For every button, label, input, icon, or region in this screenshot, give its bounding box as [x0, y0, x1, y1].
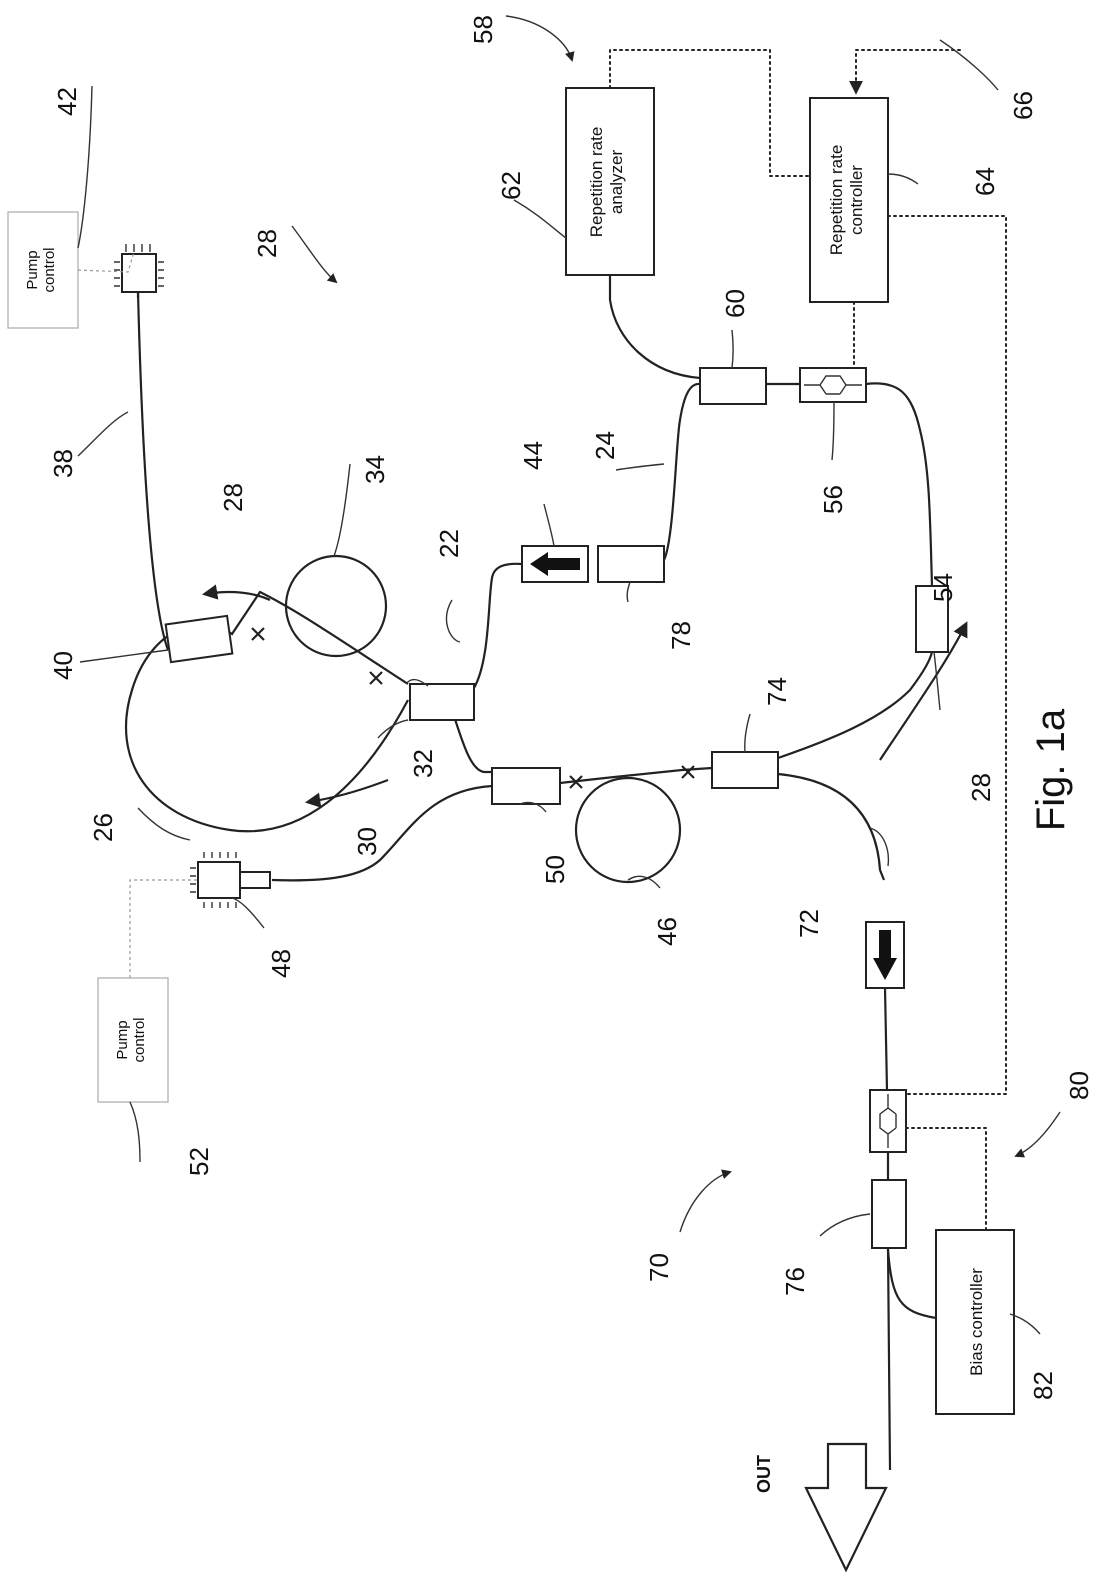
label-72: 72 — [794, 909, 824, 938]
label-82: 82 — [1028, 1371, 1058, 1400]
splice-marks — [251, 627, 695, 789]
label-80: 80 — [1064, 1071, 1094, 1100]
leader-lines — [77, 85, 1041, 1335]
figure-caption: Fig. 1a — [1029, 708, 1073, 831]
fiber-output — [883, 987, 892, 1471]
pump-diode-38 — [114, 244, 164, 298]
pump-control-top-line1: Pump — [24, 250, 41, 289]
svg-text:Repetition rateanalyzer: Repetition rateanalyzer — [587, 127, 626, 238]
svg-text:Pumpcontrol: Pumpcontrol — [24, 247, 58, 292]
fiber-coil-34 — [284, 554, 388, 658]
label-76: 76 — [780, 1267, 810, 1296]
isolator-44 — [521, 545, 589, 583]
control-connections — [609, 49, 1007, 1231]
label-58: 58 — [468, 15, 498, 44]
label-32: 32 — [408, 749, 438, 778]
fiber-40-38 — [136, 291, 170, 651]
fiber-74-54 — [777, 651, 934, 760]
fiber-50-74 — [559, 766, 713, 785]
label-44: 44 — [518, 441, 548, 470]
pump-control-bottom-line2: control — [131, 1017, 148, 1062]
output-isolator — [865, 921, 905, 989]
rep-rate-analyzer-box — [565, 87, 655, 276]
coupler-40 — [164, 614, 234, 664]
rep-rate-analyzer-line1: Repetition rate — [587, 127, 606, 238]
fiber-32-44 — [473, 562, 523, 689]
label-62: 62 — [496, 171, 526, 200]
label-56: 56 — [818, 485, 848, 514]
label-46: 46 — [652, 917, 682, 946]
rep-rate-analyzer-line2: analyzer — [607, 150, 626, 215]
label-52: 52 — [184, 1147, 214, 1176]
pointer-arrows — [291, 15, 1061, 1233]
label-42: 42 — [52, 87, 82, 116]
label-38: 38 — [48, 449, 78, 478]
tap-76 — [871, 1179, 907, 1249]
label-66: 66 — [1008, 91, 1038, 120]
fiber-72 — [777, 772, 886, 881]
out-label: OUT — [754, 1455, 774, 1493]
label-54: 54 — [928, 573, 958, 602]
component-54 — [915, 585, 949, 653]
rep-rate-controller-box — [809, 97, 889, 303]
input-66-line — [849, 49, 961, 95]
fiber-paths — [124, 275, 937, 1471]
pump-control-top-line2: control — [41, 247, 58, 292]
pump-diode-48 — [190, 852, 271, 908]
fiber-54-56 — [865, 382, 934, 587]
label-24: 24 — [590, 431, 620, 460]
component-60 — [699, 367, 767, 405]
coupler-32 — [409, 683, 475, 721]
label-40: 40 — [48, 651, 78, 680]
label-30: 30 — [352, 827, 382, 856]
label-26: 26 — [88, 813, 118, 842]
pump-control-line-42 — [77, 251, 135, 273]
fiber-60-62 — [608, 275, 701, 380]
coupler-50 — [491, 767, 561, 805]
fiber-coil-46 — [574, 776, 682, 884]
label-48: 48 — [266, 949, 296, 978]
fiber-loop-26 — [124, 590, 409, 833]
label-50: 50 — [540, 855, 570, 884]
component-78 — [597, 545, 665, 583]
label-70: 70 — [644, 1253, 674, 1282]
pump-control-line-52 — [129, 879, 198, 978]
pump-control-bottom-line1: Pump — [114, 1020, 131, 1059]
bias-controller-box — [935, 1229, 1015, 1415]
arrow-28-bottom — [879, 621, 968, 761]
svg-text:Pumpcontrol: Pumpcontrol — [114, 1017, 148, 1062]
label-64: 64 — [970, 167, 1000, 196]
arrow-30 — [304, 778, 389, 808]
label-78: 78 — [666, 621, 696, 650]
pump-control-top-box — [7, 211, 79, 329]
fiber-76-82 — [886, 1249, 937, 1320]
coupler-74 — [711, 751, 779, 789]
bias-controller-label: Bias controller — [967, 1268, 986, 1376]
fiber-24 — [662, 382, 701, 561]
modulator-56 — [799, 367, 867, 403]
output-arrow: OUT — [754, 1442, 888, 1573]
label-22: 22 — [434, 529, 464, 558]
arrow-28-top — [201, 584, 271, 602]
direction-arrows — [201, 584, 968, 808]
rep-rate-controller-line1: Repetition rate — [827, 145, 846, 256]
label-28-top: 28 — [218, 483, 248, 512]
pump-control-bottom-box — [97, 977, 169, 1103]
label-74: 74 — [762, 677, 792, 706]
label-60: 60 — [720, 289, 750, 318]
modulator-output — [869, 1089, 907, 1153]
label-34: 34 — [360, 455, 390, 484]
rep-rate-controller-line2: controller — [847, 165, 866, 235]
label-28-bottom: 28 — [966, 773, 996, 802]
reference-numerals: 42 38 40 26 28 28 34 22 30 32 48 52 50 4… — [48, 15, 1094, 1400]
fiber-48-50 — [271, 784, 493, 882]
svg-text:Repetition ratecontroller: Repetition ratecontroller — [827, 145, 866, 256]
label-28-mid: 28 — [252, 229, 282, 258]
